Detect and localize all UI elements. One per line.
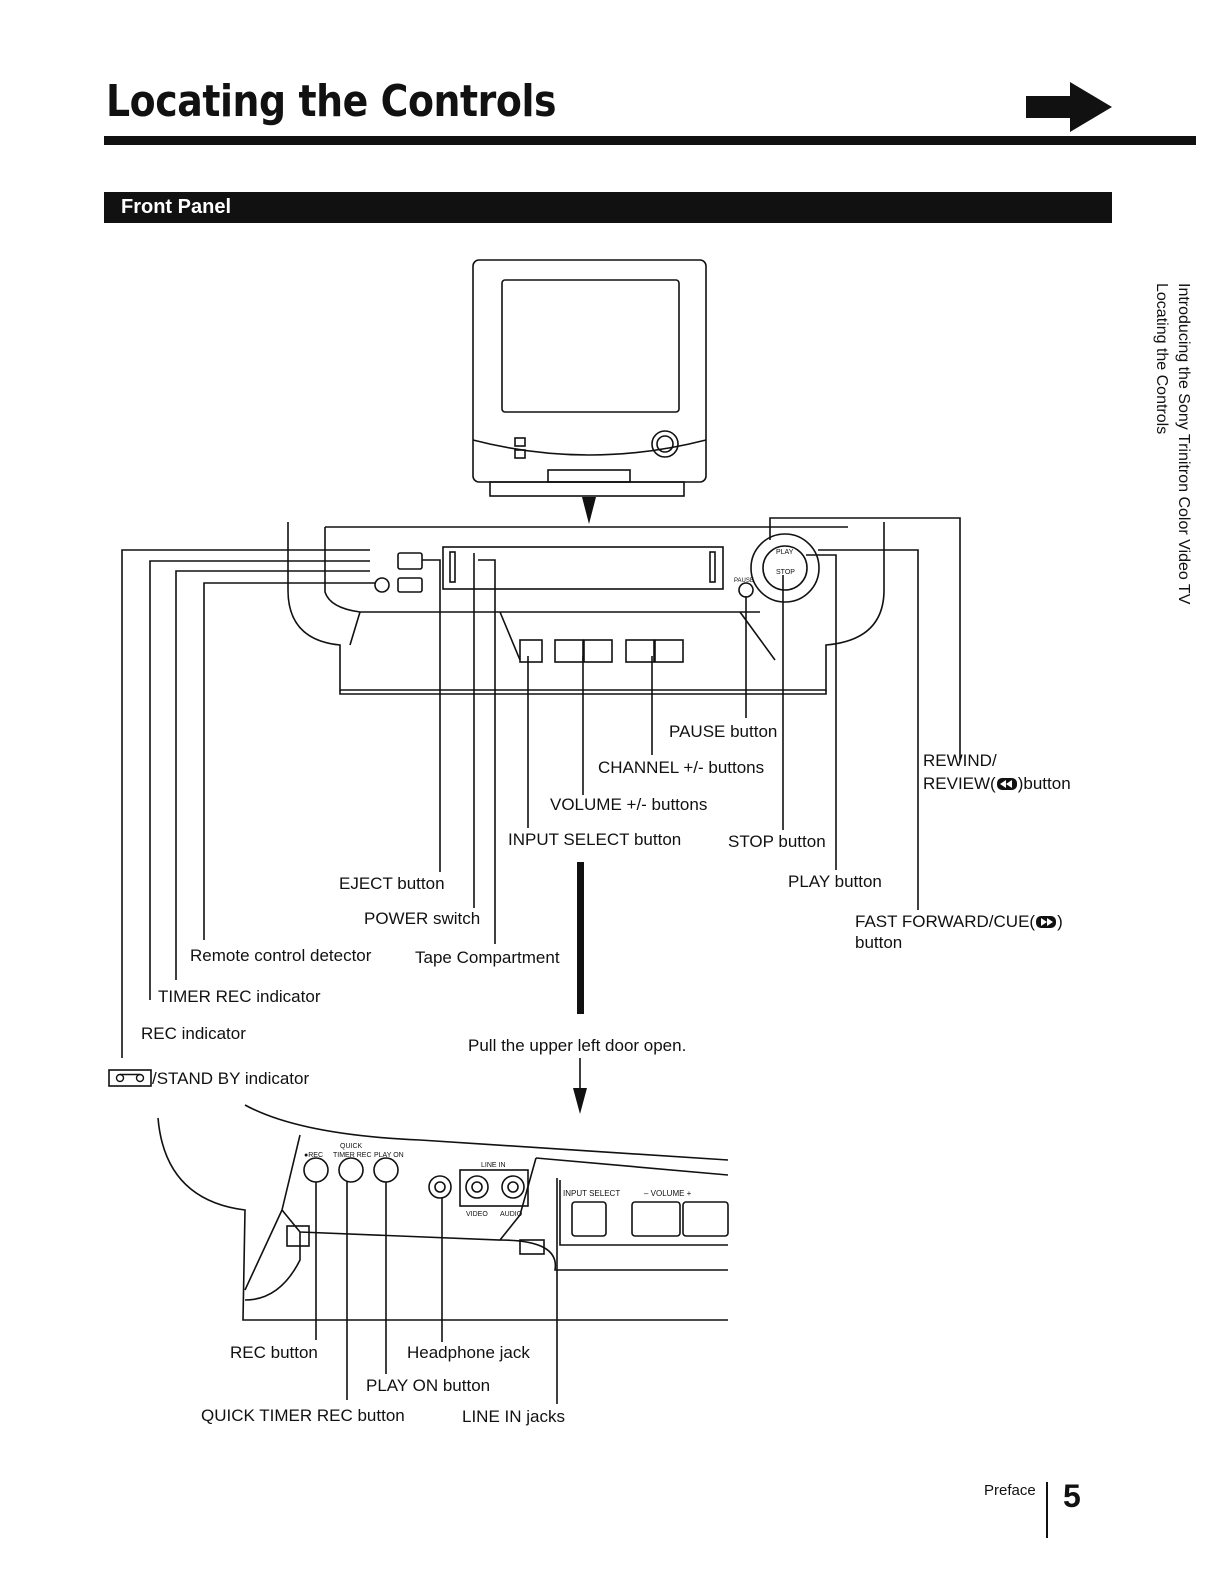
side-tab: Introducing the Sony Trinitron Color Vid… bbox=[1148, 283, 1208, 623]
label-rec-button: REC button bbox=[230, 1343, 318, 1362]
page-title: Locating the Controls bbox=[106, 76, 557, 127]
play-mark: PLAY bbox=[776, 549, 794, 556]
label-headphone-jack: Headphone jack bbox=[407, 1343, 530, 1362]
pause-mark: PAUSE bbox=[734, 578, 754, 584]
side-tab-chapter: Introducing the Sony Trinitron Color Vid… bbox=[1175, 283, 1192, 605]
label-power-switch: POWER switch bbox=[364, 909, 481, 928]
label-line-in-jacks: LINE IN jacks bbox=[462, 1407, 565, 1426]
leader-lines-lower bbox=[315, 1178, 558, 1404]
play-on-mark: PLAY ON bbox=[374, 1152, 404, 1159]
side-tab-topic: Locating the Controls bbox=[1153, 283, 1170, 435]
input-select-mark: INPUT SELECT bbox=[563, 1189, 620, 1198]
label-quick-timer-rec-button: QUICK TIMER REC button bbox=[201, 1406, 405, 1425]
section-label: Front Panel bbox=[121, 196, 232, 218]
footer-section: Preface bbox=[984, 1482, 1036, 1499]
door-instruction: Pull the upper left door open. bbox=[468, 1036, 687, 1055]
title-rule bbox=[104, 136, 1196, 145]
label-input-select-button: INPUT SELECT button bbox=[508, 830, 682, 849]
label-ff-line1: FAST FORWARD/CUE() bbox=[855, 912, 1063, 932]
timer-rec-mark: TIMER REC bbox=[333, 1152, 372, 1159]
rec-mark: ●REC bbox=[304, 1152, 323, 1159]
rewind-icon bbox=[996, 778, 1017, 790]
tv-overview-illustration bbox=[472, 259, 707, 497]
label-pause-button: PAUSE button bbox=[669, 722, 778, 741]
tape-icon bbox=[108, 1069, 152, 1087]
label-tape-compartment: Tape Compartment bbox=[415, 948, 560, 967]
footer-divider bbox=[1046, 1482, 1048, 1538]
label-ff-line2: button bbox=[855, 933, 903, 952]
label-ff-prefix: FAST FORWARD/CUE( bbox=[855, 912, 1036, 931]
volume-mark: – VOLUME + bbox=[644, 1189, 692, 1198]
leader-lines-upper bbox=[121, 517, 961, 1058]
label-channel-buttons: CHANNEL +/- buttons bbox=[598, 758, 765, 777]
video-mark: VIDEO bbox=[466, 1211, 488, 1218]
label-volume-buttons: VOLUME +/- buttons bbox=[550, 795, 708, 814]
stop-mark: STOP bbox=[776, 569, 795, 576]
label-ff-suffix: ) bbox=[1057, 912, 1063, 931]
quick-mark: QUICK bbox=[340, 1143, 363, 1150]
label-rewind-suffix: )button bbox=[1017, 774, 1071, 793]
label-timer-rec-indicator: TIMER REC indicator bbox=[158, 987, 321, 1006]
front-panel-illustration bbox=[287, 522, 885, 695]
label-rec-indicator: REC indicator bbox=[141, 1024, 246, 1043]
label-rewind-prefix: REVIEW( bbox=[923, 774, 996, 793]
label-stop-button: STOP button bbox=[728, 832, 826, 851]
audio-mark: AUDIO bbox=[500, 1211, 523, 1218]
fast-forward-icon bbox=[1036, 916, 1057, 928]
line-in-mark: LINE IN bbox=[481, 1162, 506, 1169]
label-remote-detector: Remote control detector bbox=[190, 946, 372, 965]
page-number: 5 bbox=[1063, 1478, 1081, 1514]
label-rewind-line1: REWIND/ bbox=[923, 751, 997, 770]
label-stand-by-indicator: /STAND BY indicator bbox=[108, 1069, 309, 1089]
label-eject-button: EJECT button bbox=[339, 874, 445, 893]
arrow-right-icon bbox=[1026, 82, 1112, 132]
door-open-illustration bbox=[157, 1104, 729, 1321]
label-stand-by-text: /STAND BY indicator bbox=[152, 1069, 310, 1088]
section-bar bbox=[104, 192, 1112, 223]
label-rewind-line2: REVIEW( )button bbox=[923, 774, 1071, 794]
label-play-button: PLAY button bbox=[788, 872, 882, 891]
label-play-on-button: PLAY ON button bbox=[366, 1376, 491, 1395]
